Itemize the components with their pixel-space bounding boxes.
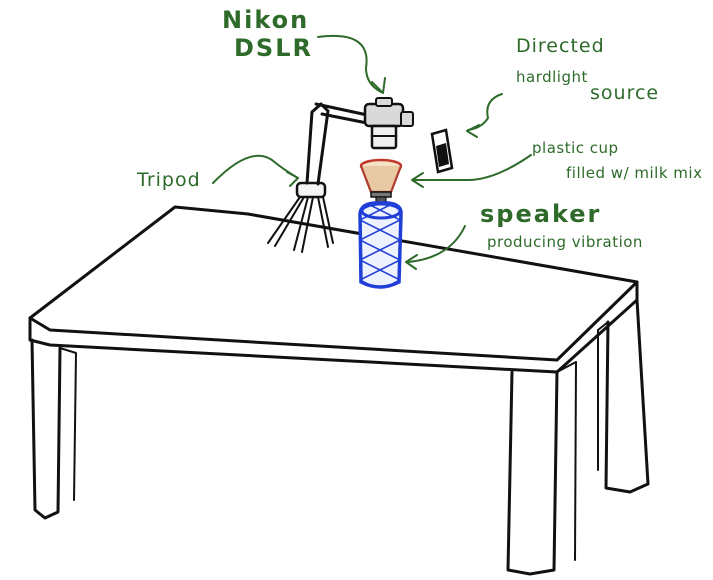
camera-arrow <box>318 36 381 92</box>
milk-cup <box>361 160 401 208</box>
table-leg-front-left <box>32 340 60 518</box>
cup-body <box>361 166 401 192</box>
tripod-head <box>297 183 325 197</box>
tripod-leg-left <box>268 197 300 243</box>
camera-body <box>365 104 403 126</box>
speaker-label-line1: speaker <box>480 200 601 228</box>
light-source <box>432 130 452 172</box>
tripod-label: Tripod <box>136 169 201 191</box>
tripod-arrow <box>213 156 298 183</box>
light-arrow <box>468 94 502 130</box>
tripod <box>268 104 372 252</box>
cup-arrow <box>414 155 531 180</box>
tripod-leg-left-b <box>275 197 304 246</box>
speaker <box>340 190 420 310</box>
cup-label-line1: plastic cup <box>532 139 619 157</box>
tripod-leg-right-b <box>323 197 333 243</box>
camera <box>365 98 413 148</box>
camera-label-line2: DSLR <box>234 34 313 62</box>
table-leg-back-right <box>606 300 648 492</box>
table <box>30 207 648 574</box>
light-label-line1: Directed <box>516 35 605 57</box>
cup-base <box>371 192 391 197</box>
tabletop <box>30 207 637 360</box>
light-arrow-head <box>467 125 479 137</box>
tripod-arrow-head <box>287 172 298 186</box>
tripod-leg-right <box>318 197 328 247</box>
camera-grip <box>401 112 413 126</box>
table-leg-front-left-inner <box>60 348 76 500</box>
camera-prism <box>376 98 392 106</box>
table-leg-front-right <box>508 372 557 574</box>
tripod-arm <box>316 104 372 124</box>
light-label-line2: hardlight <box>516 68 588 86</box>
table-leg-front-right-inner <box>557 362 576 560</box>
camera-label-line1: Nikon <box>222 6 309 34</box>
speaker-label-line2: producing vibration <box>487 233 643 251</box>
cup-label-line2: filled w/ milk mix <box>566 164 702 182</box>
annotations: Nikon DSLR Directed hardlight source pla… <box>136 6 702 251</box>
light-label-line3: source <box>590 82 659 104</box>
